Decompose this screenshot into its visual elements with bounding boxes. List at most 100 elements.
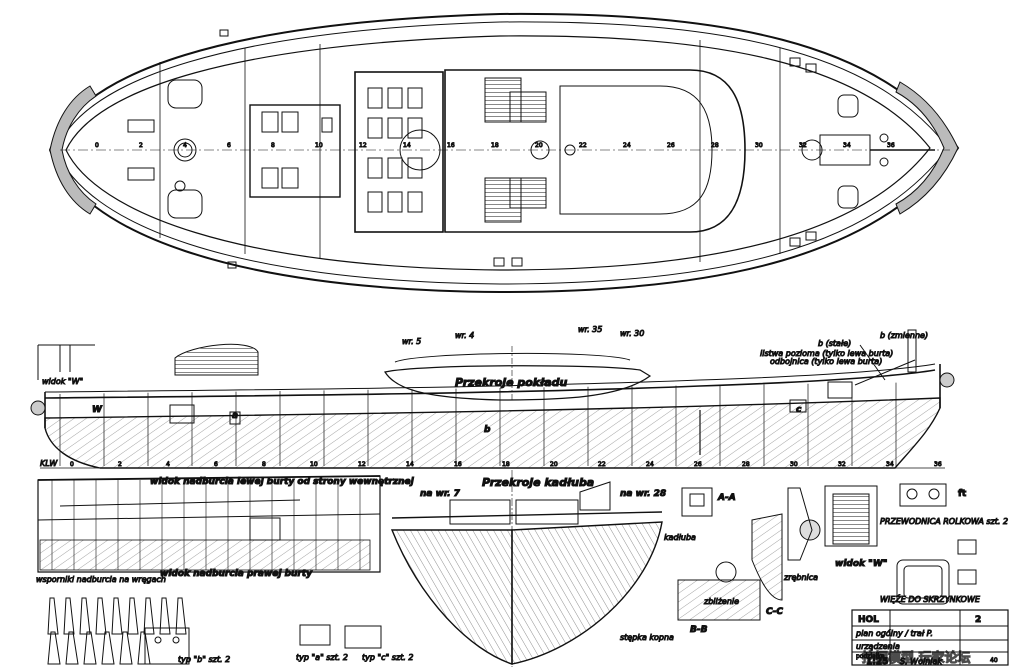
- brackets-title: wsporniki nadburcia na wręgach: [36, 575, 166, 584]
- type-a-label: typ "a" szt. 2: [296, 653, 348, 662]
- hull-section-right: na wr. 28: [620, 489, 666, 499]
- title-block-sheet-total: 40: [990, 657, 998, 664]
- plan-frame-number: 24: [623, 142, 631, 149]
- profile-frame-number: 14: [406, 461, 414, 468]
- ft-label: ft: [958, 489, 967, 499]
- section-aa-label: A-A: [717, 493, 736, 503]
- frame-5-label: wr. 5: [402, 337, 421, 346]
- hull-sections: [390, 470, 663, 667]
- bracket-shape: [79, 597, 91, 635]
- bracket-shape: [47, 631, 61, 665]
- right-note-3: listwa pozioma (tylko lewa burta): [760, 349, 893, 358]
- right-note-1: b (zmienne): [880, 331, 928, 340]
- plan-frame-number: 14: [403, 142, 411, 149]
- profile-frame-number: 34: [886, 461, 894, 468]
- title-block-scale: 1:25: [866, 657, 888, 667]
- plan-frame-number: 6: [227, 142, 231, 149]
- profile-frame-number: 22: [598, 461, 606, 468]
- profile-frame-number: 30: [790, 461, 798, 468]
- bracket-shape: [101, 631, 115, 665]
- side-label: zbliżenie: [703, 597, 739, 606]
- bracket-shape: [63, 597, 75, 635]
- profile-frame-number: 8: [262, 461, 266, 468]
- hull-section-left: na wr. 7: [420, 489, 461, 499]
- plan-frame-number: 30: [755, 142, 763, 149]
- brackets-detail: [47, 597, 382, 665]
- wieze-label: WIĘŹE DO SKRZYNKOWE: [880, 593, 981, 604]
- profile-frame-number: 32: [838, 461, 846, 468]
- profile-frame-number: 6: [214, 461, 218, 468]
- profile-frame-number: 20: [550, 461, 558, 468]
- bollards: [219, 29, 817, 269]
- plan-frame-number: 16: [447, 142, 455, 149]
- title-block-sheet: 2: [975, 615, 981, 625]
- frame-30-label: wr. 30: [620, 329, 644, 338]
- plan-frame-number: 18: [491, 142, 499, 149]
- type-b-label: typ "b" szt. 2: [178, 655, 230, 664]
- title-block-scale-label: podziałka: [856, 653, 885, 660]
- title-block-title: plan ogólny / trał P.: [855, 628, 933, 638]
- klw-label: KLW: [40, 459, 58, 468]
- plan-frame-number: 2: [139, 142, 143, 149]
- bracket-shape: [127, 597, 139, 635]
- bracket-shape: [175, 597, 187, 635]
- profile-frame-number: 12: [358, 461, 366, 468]
- profile-frame-number: 16: [454, 461, 462, 468]
- marker-c: c: [796, 405, 802, 415]
- title-block: [851, 609, 1009, 666]
- plan-frame-number: 28: [711, 142, 719, 149]
- title-block-arch: urządzenia: [856, 642, 900, 651]
- right-note-2: b (stałe): [818, 339, 851, 348]
- plan-frame-number: 22: [579, 142, 587, 149]
- plan-frame-number: 12: [359, 142, 367, 149]
- outer-bulwark-note: widok nadburcia prawej burty: [160, 569, 313, 579]
- bracket-shape: [159, 597, 171, 635]
- profile-frame-number: 18: [502, 461, 510, 468]
- bracket-shape: [111, 597, 123, 635]
- bracket-shape: [47, 597, 59, 635]
- plan-frame-number: 0: [95, 142, 99, 149]
- watermark: 挖掘模型 玩家论坛: [862, 650, 971, 666]
- profile-frame-number: 28: [742, 461, 750, 468]
- profile-frame-number: 10: [310, 461, 318, 468]
- bracket-shape: [65, 631, 79, 665]
- view-w-detail-label: widok "W": [835, 559, 887, 569]
- plan-frame-number: 10: [315, 142, 323, 149]
- profile-frame-number: 26: [694, 461, 702, 468]
- zrebnica-label: zrębnica: [783, 573, 818, 582]
- profile-frame-number: 36: [934, 461, 942, 468]
- profile-frame-number: 24: [646, 461, 654, 468]
- marker-b: b: [484, 425, 491, 435]
- marker-w: W: [92, 405, 103, 415]
- right-note-4: odbojnica (tylko lewa burta): [770, 357, 882, 366]
- plan-frame-number: 36: [887, 142, 895, 149]
- title-block-author: S. Wolniak: [900, 657, 942, 666]
- keel-label: stępka kopna: [620, 633, 674, 642]
- plan-frame-number: 20: [535, 142, 543, 149]
- details-right: [677, 483, 977, 621]
- przewodnica-label: PRZEWODNICA ROLKOWA szt. 2: [880, 517, 1008, 526]
- plan-frame-number: 26: [667, 142, 675, 149]
- view-w-label: widok "W": [42, 377, 83, 386]
- bulwark-inner-view: [37, 475, 381, 573]
- profile-frame-number: 4: [166, 461, 170, 468]
- profile-frame-number: 0: [70, 461, 74, 468]
- bracket-shape: [95, 597, 107, 635]
- plan-frame-number: 8: [271, 142, 275, 149]
- profile-view: [30, 329, 955, 469]
- hull-section-title: Przekroje kadłuba: [482, 476, 594, 489]
- frame-35-label: wr. 35: [578, 325, 602, 334]
- bridge-windows: [367, 87, 423, 213]
- bracket-shape: [83, 631, 97, 665]
- marker-a: a: [232, 411, 238, 421]
- section-bb-label: B-B: [690, 625, 708, 635]
- deck-section-title: Przekroje pokładu: [455, 376, 568, 389]
- plan-frame-number: 4: [183, 142, 187, 149]
- plan-frame-number: 32: [799, 142, 807, 149]
- title-block-name: HOL: [858, 615, 879, 625]
- plan-frame-number: 34: [843, 142, 851, 149]
